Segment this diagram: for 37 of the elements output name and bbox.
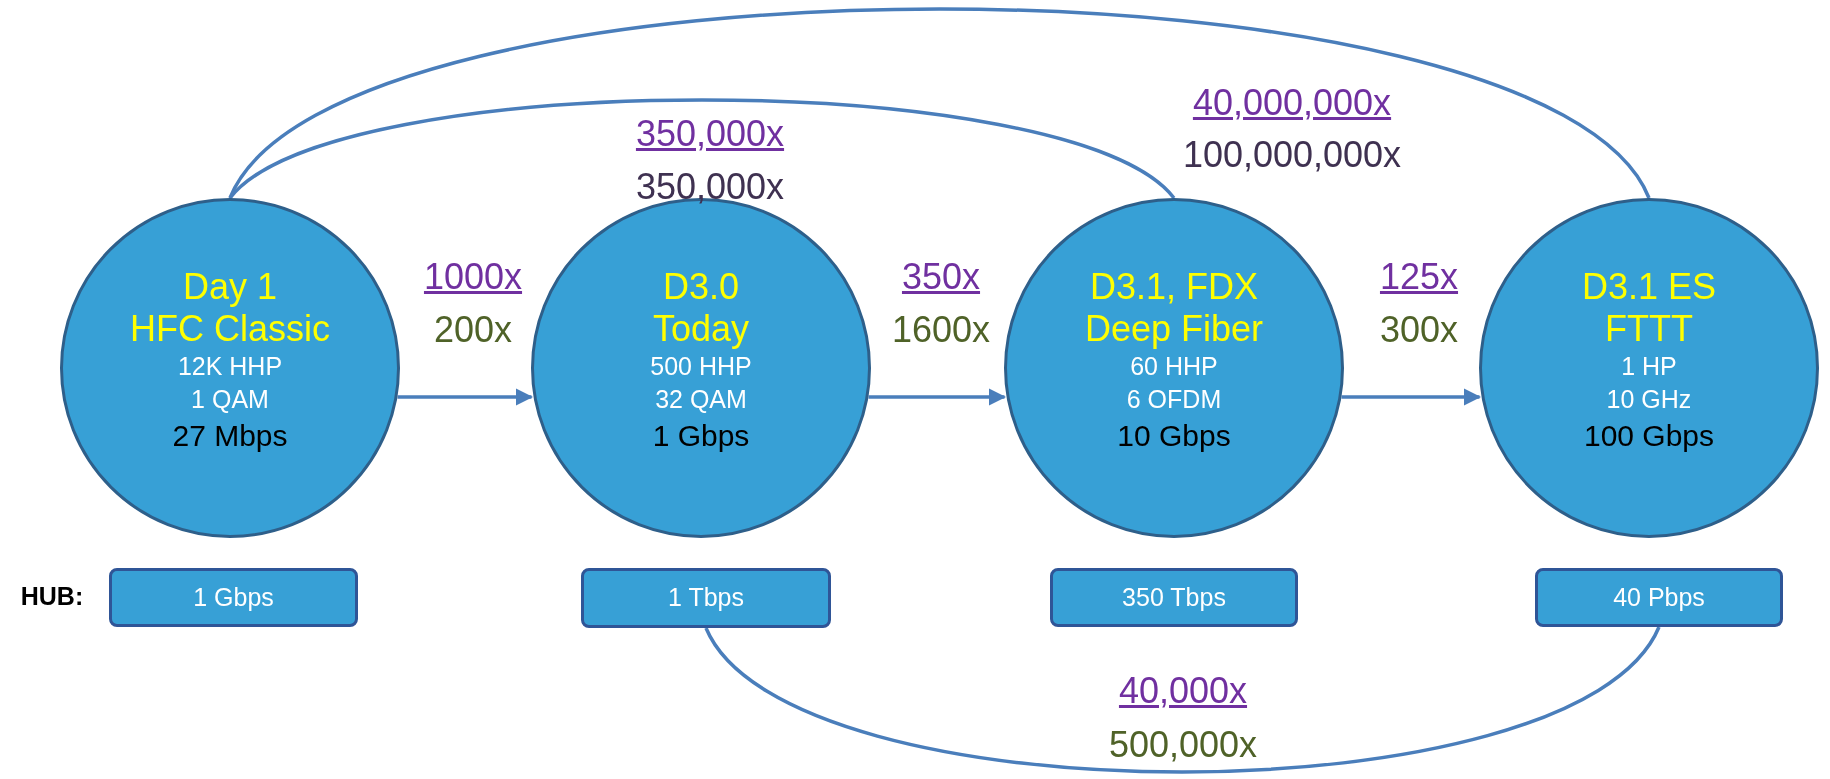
ratio-label: 300x: [1378, 309, 1460, 351]
row-label: HUB:: [20, 581, 84, 613]
hub-capacity: 350 Tbps: [1122, 581, 1226, 613]
stage-spec: 10 GHz: [1606, 384, 1692, 415]
connector-arc: [704, 625, 1661, 774]
hub-box: [1535, 568, 1783, 627]
hub-box: [1050, 568, 1298, 627]
stage-spec: 1 HP: [1621, 351, 1677, 382]
stage-spec: 32 QAM: [655, 384, 747, 415]
stage-spec: 500 HHP: [650, 351, 752, 382]
ratio-label: 100,000,000x: [1181, 134, 1403, 176]
stage-title: D3.1 ES: [1581, 266, 1717, 308]
ratio-label: 500,000x: [1107, 724, 1259, 766]
connector-arc: [228, 7, 1651, 200]
ratio-label: 1600x: [890, 309, 992, 351]
stage-spec: 6 OFDM: [1126, 384, 1222, 415]
hub-capacity: 40 Pbps: [1613, 581, 1705, 613]
stage-spec: 1 Gbps: [652, 418, 750, 454]
stage-spec: 1 QAM: [191, 384, 269, 415]
stage-spec: 60 HHP: [1130, 351, 1218, 382]
stage-title: Day 1: [182, 266, 277, 308]
hub-box: [109, 568, 358, 627]
stage-title: D3.1, FDX: [1089, 266, 1258, 308]
stage-title: HFC Classic: [130, 308, 330, 350]
stage-title: Deep Fiber: [1084, 308, 1264, 350]
stage-spec: 100 Gbps: [1583, 418, 1715, 454]
ratio-label: 200x: [432, 309, 514, 351]
hub-capacity: 1 Gbps: [193, 581, 274, 613]
stage-spec: 27 Mbps: [172, 418, 288, 454]
stage-title: FTTT: [1605, 308, 1693, 350]
stage-title: D3.0: [662, 266, 739, 308]
stage-title: Today: [652, 308, 750, 350]
hub-capacity: 1 Tbps: [668, 582, 744, 614]
stage-spec: 12K HHP: [177, 351, 283, 382]
ratio-label: 350,000x: [634, 166, 786, 208]
stage-spec: 10 Gbps: [1117, 418, 1231, 454]
hub-box: [581, 568, 831, 628]
